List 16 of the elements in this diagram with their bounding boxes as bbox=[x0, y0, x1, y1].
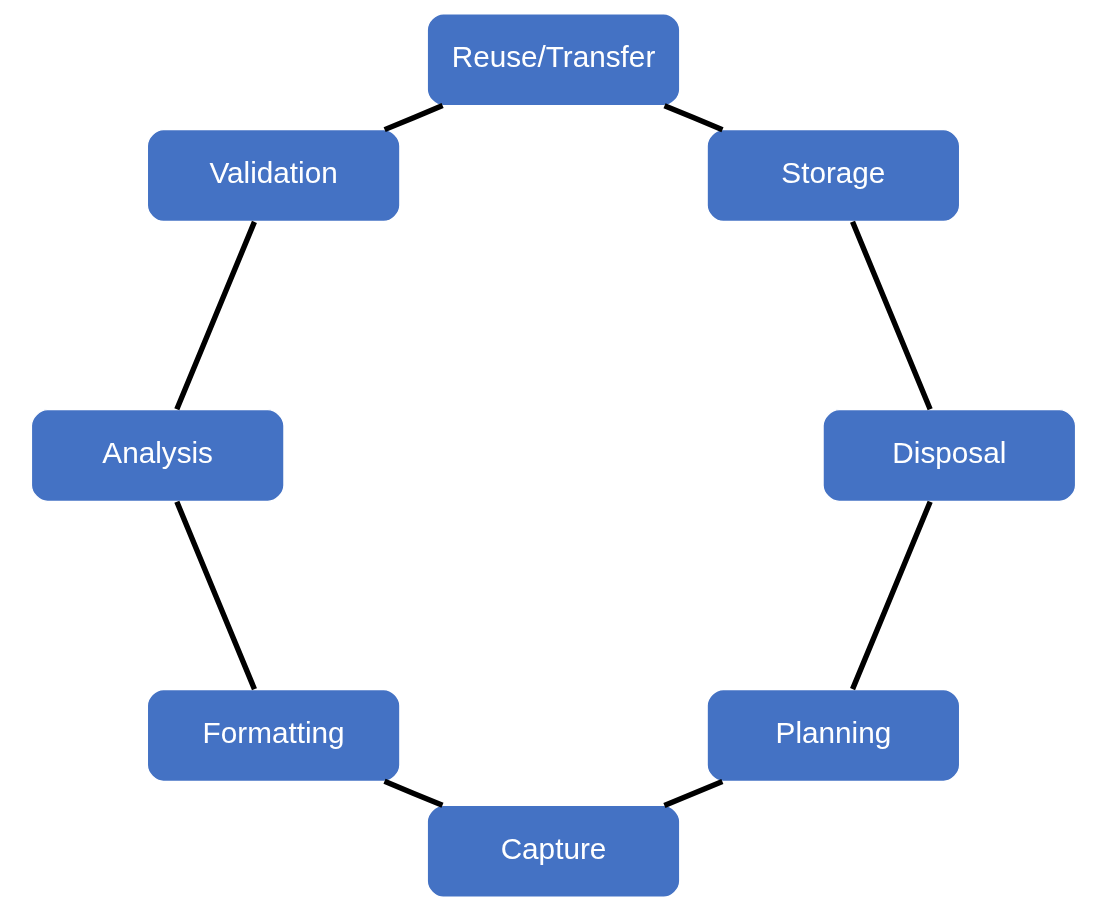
connector bbox=[383, 778, 444, 808]
connector bbox=[850, 220, 933, 411]
node-box: Formatting bbox=[146, 688, 401, 782]
node-box: Analysis bbox=[30, 408, 285, 503]
node-box: Storage bbox=[706, 129, 961, 223]
connector bbox=[174, 220, 257, 411]
node-box: Capture bbox=[426, 804, 681, 898]
node-box: Planning bbox=[706, 688, 961, 782]
node-box: Disposal bbox=[822, 408, 1077, 503]
connector bbox=[383, 103, 444, 133]
node-box: Reuse/Transfer bbox=[426, 13, 681, 107]
connector bbox=[663, 103, 724, 133]
connector bbox=[174, 500, 257, 691]
connector bbox=[850, 500, 933, 691]
node-box: Validation bbox=[146, 129, 401, 223]
connector bbox=[663, 778, 724, 808]
